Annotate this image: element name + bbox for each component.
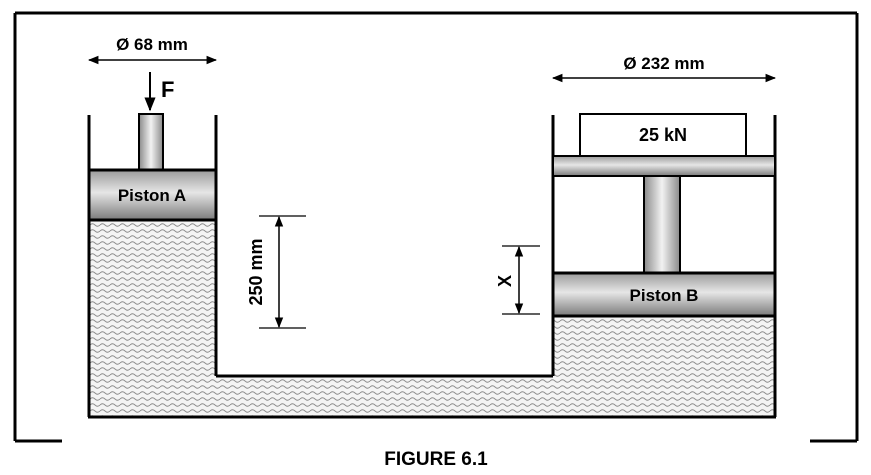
force-arrow: F	[144, 72, 174, 112]
diameter-a-dimension: Ø 68 mm	[87, 35, 218, 65]
piston-a-head	[87, 168, 218, 222]
piston-a-rod	[138, 113, 164, 171]
piston-b-head	[551, 271, 777, 318]
displacement-dimension: X	[495, 245, 540, 315]
diameter-b-dimension: Ø 232 mm	[551, 54, 777, 83]
hydraulic-fluid	[89, 220, 775, 416]
diameter-a-label: Ø 68 mm	[116, 35, 188, 54]
piston-a-label: Piston A	[118, 186, 186, 205]
diameter-b-label: Ø 232 mm	[623, 54, 704, 73]
figure-frame	[13, 11, 859, 443]
load-platen	[552, 155, 776, 177]
piston-a: Piston A	[87, 113, 218, 222]
displacement-label: X	[495, 275, 515, 287]
force-label: F	[161, 77, 174, 102]
height-label: 250 mm	[246, 238, 266, 305]
load-label: 25 kN	[639, 125, 687, 145]
piston-b-rod	[643, 175, 681, 274]
piston-b-label: Piston B	[630, 286, 699, 305]
piston-b: 25 kN Piston B	[551, 113, 777, 318]
figure-caption: FIGURE 6.1	[384, 449, 488, 470]
height-dimension: 250 mm	[246, 215, 306, 329]
load-block	[579, 113, 747, 157]
